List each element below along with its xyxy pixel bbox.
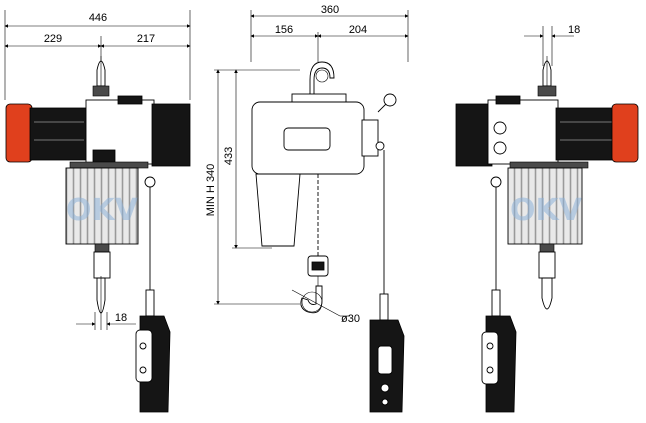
pendant-rear	[481, 176, 517, 413]
bottom-hook-front: 18	[76, 243, 136, 330]
rear-view: 18 OKV	[455, 24, 639, 413]
side-chain	[307, 174, 329, 286]
bottom-hook-rear	[538, 243, 556, 310]
side-bottom-hook: ø30	[291, 285, 360, 325]
side-overall-width: 360	[321, 4, 339, 16]
side-min-height: MIN H 340	[205, 164, 217, 217]
side-left-width: 156	[275, 24, 293, 36]
hoist-body-rear	[455, 95, 639, 169]
front-watermark: OKV	[66, 193, 139, 228]
side-dimensions: 360 156 204 433 MIN H 340	[205, 4, 409, 305]
front-hook-width: 18	[115, 312, 127, 324]
side-hook-diameter: ø30	[341, 313, 360, 325]
side-top-hook	[291, 61, 347, 103]
front-right-width: 217	[137, 33, 155, 45]
chain-bag-front: OKV	[65, 167, 139, 245]
front-left-width: 229	[44, 33, 62, 45]
rear-watermark: OKV	[510, 193, 583, 228]
hoist-body-front	[5, 95, 191, 169]
chain-bag-rear: OKV	[507, 167, 583, 245]
rear-hook-width: 18	[568, 24, 580, 36]
side-right-width: 204	[349, 24, 367, 36]
front-overall-width: 446	[89, 12, 107, 24]
rear-top-hook	[537, 56, 557, 97]
pendant-front	[135, 176, 171, 413]
hoist-body-side	[251, 93, 397, 247]
pendant-side	[369, 150, 405, 413]
side-view: 360 156 204 433 MIN H 340	[205, 4, 409, 413]
front-dimensions: 446 229 217	[4, 10, 191, 100]
rear-dimensions: 18	[524, 24, 580, 66]
side-height: 433	[223, 147, 235, 165]
front-view: 446 229 217 OKV	[4, 10, 191, 413]
top-hook	[92, 56, 110, 97]
